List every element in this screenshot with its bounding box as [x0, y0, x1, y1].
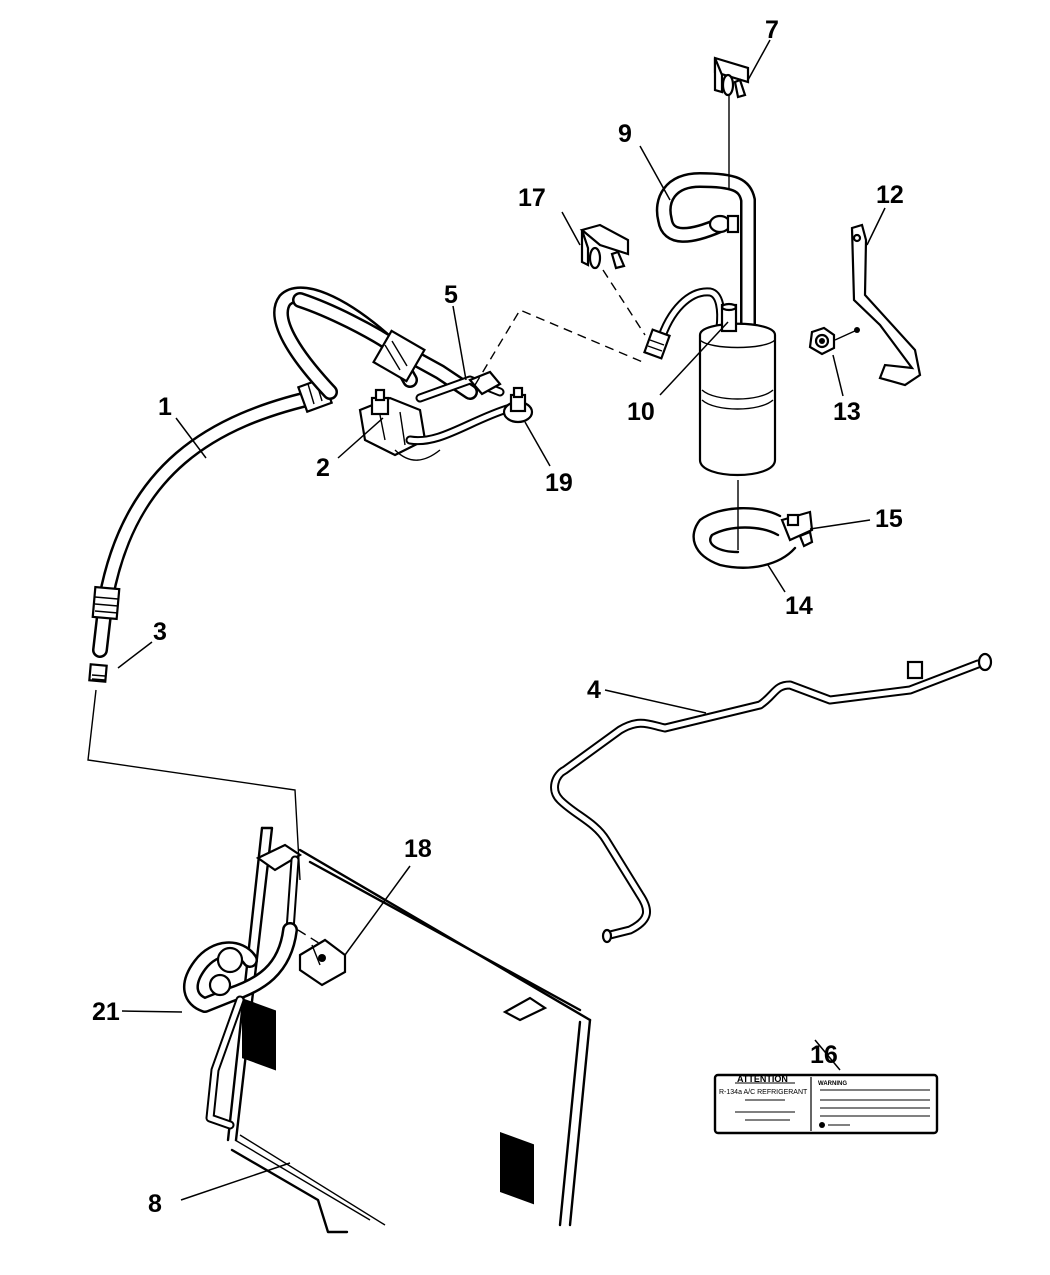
condenser-fins [242, 998, 534, 1205]
assembly-guide-line [474, 309, 646, 386]
callout-4: 4 [587, 676, 601, 704]
part-1-discharge-hose[interactable] [91, 376, 334, 658]
part-12-mounting-bracket[interactable] [850, 223, 922, 387]
callout-numbers: 1 2 3 4 5 7 8 9 10 12 13 14 15 16 17 18 … [92, 16, 904, 1218]
part-16-warning-label[interactable]: ATTENTION R-134a A/C REFRIGERANT WARNING [713, 1073, 939, 1135]
assembly-guide-line [834, 329, 858, 341]
assembly-guide-line [87, 689, 301, 881]
callout-13: 13 [833, 398, 861, 426]
part-4-liquid-line[interactable] [550, 652, 993, 944]
callout-18: 18 [404, 835, 432, 863]
callout-16: 16 [810, 1041, 838, 1069]
part-18-clip[interactable] [298, 938, 347, 987]
part-8-condenser[interactable] [226, 826, 592, 1234]
callout-21: 21 [92, 998, 120, 1026]
warning-label-subheading: R-134a A/C REFRIGERANT [719, 1089, 808, 1096]
callout-5: 5 [444, 281, 458, 309]
callout-14: 14 [785, 592, 813, 620]
callout-2: 2 [316, 454, 330, 482]
part-14-drier-strap[interactable] [692, 507, 814, 569]
callout-15: 15 [875, 505, 903, 533]
part-10-receiver-drier[interactable] [698, 302, 777, 476]
warning-label-heading: ATTENTION [737, 1074, 788, 1084]
callout-17: 17 [518, 184, 546, 212]
part-15-screw[interactable] [798, 530, 814, 548]
callout-7: 7 [765, 16, 779, 44]
assembly-guide-line [602, 269, 646, 336]
part-21-condenser-line[interactable] [183, 922, 298, 1130]
callout-3: 3 [153, 618, 167, 646]
part-9-liquid-line[interactable] [655, 172, 756, 338]
callout-1: 1 [158, 393, 172, 421]
leader-lines [117, 39, 886, 1201]
part-17-clip[interactable] [579, 223, 630, 270]
assembly-guide-line [297, 929, 323, 946]
callout-8: 8 [148, 1190, 162, 1218]
callout-10: 10 [627, 398, 655, 426]
warning-label-right-heading: WARNING [818, 1081, 847, 1087]
callout-9: 9 [618, 120, 632, 148]
part-7-clip[interactable] [713, 56, 750, 99]
part-3-fitting[interactable] [88, 663, 108, 683]
callout-12: 12 [876, 181, 904, 209]
part-13-nut[interactable] [808, 326, 836, 356]
compressor-manifold-assembly[interactable] [273, 286, 534, 461]
callout-19: 19 [545, 469, 573, 497]
drier-inlet-line[interactable] [643, 287, 726, 360]
